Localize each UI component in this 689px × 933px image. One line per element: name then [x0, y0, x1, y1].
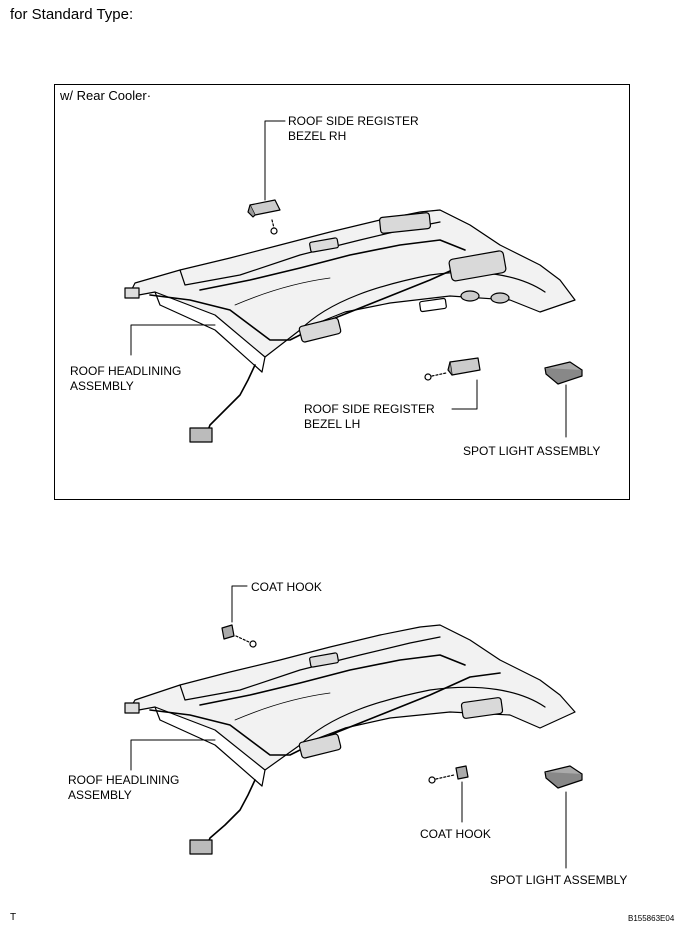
register-bezel-lh-part	[424, 357, 481, 381]
top-headlining-panel	[124, 209, 576, 443]
bottom-leader-lines	[130, 585, 567, 869]
label-roof-headlining-top-line1: ROOF HEADLINING	[70, 364, 182, 378]
coat-hook-part-bottom	[428, 765, 469, 784]
top-leader-lines	[130, 120, 567, 438]
register-bezel-rh-part	[247, 199, 281, 235]
bottom-headlining-panel	[124, 624, 576, 855]
label-spot-light-bottom: SPOT LIGHT ASSEMBLY	[490, 873, 628, 887]
label-coat-hook-top: COAT HOOK	[251, 580, 322, 594]
label-roof-side-register-rh-line2: BEZEL RH	[288, 129, 347, 143]
label-roof-headlining-top-line2: ASSEMBLY	[70, 379, 134, 393]
label-roof-headlining-bottom-line2: ASSEMBLY	[68, 788, 132, 802]
spot-light-part-bottom	[544, 765, 583, 789]
frame-label: w/ Rear Cooler·	[60, 88, 152, 103]
coat-hook-part-top	[221, 624, 257, 648]
label-roof-headlining-bottom-line1: ROOF HEADLINING	[68, 773, 180, 787]
label-spot-light-top: SPOT LIGHT ASSEMBLY	[463, 444, 601, 458]
label-roof-side-register-lh-line2: BEZEL LH	[304, 417, 361, 431]
footer-left-mark: T	[10, 912, 17, 923]
label-roof-side-register-rh-line1: ROOF SIDE REGISTER	[288, 114, 419, 128]
rear-cooler-frame	[54, 84, 630, 500]
spot-light-part-top	[544, 361, 583, 385]
page-heading: for Standard Type:	[10, 6, 134, 23]
label-roof-side-register-lh-line1: ROOF SIDE REGISTER	[304, 402, 435, 416]
figure-code: B155863E04	[628, 914, 675, 923]
label-coat-hook-bottom: COAT HOOK	[420, 827, 491, 841]
